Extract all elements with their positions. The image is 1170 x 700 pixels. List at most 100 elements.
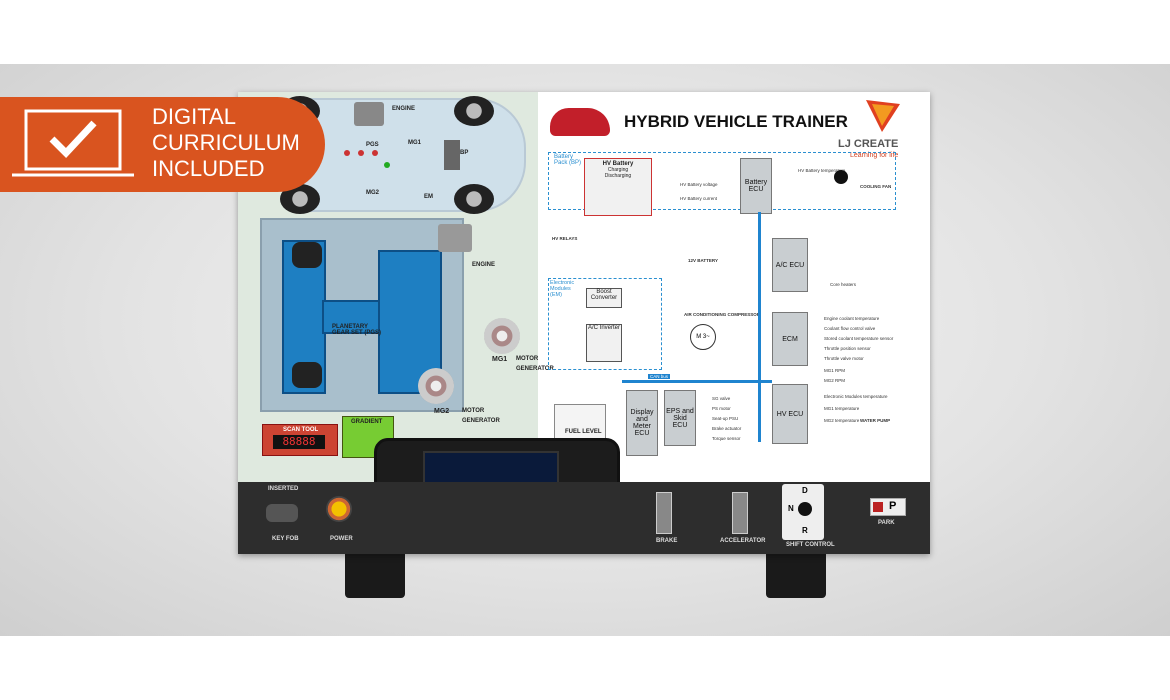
ecm: ECM	[772, 312, 808, 366]
eps-signal: Seat-up PSU	[712, 416, 739, 421]
stand-right	[766, 548, 826, 598]
badge-text: DIGITAL CURRICULUM INCLUDED	[152, 104, 300, 182]
ac-compressor-label: AIR CONDITIONING COMPRESSOR	[684, 312, 761, 317]
scan-display: 88888	[273, 435, 325, 449]
mg1-generator-label: GENERATOR	[516, 366, 554, 372]
shift-knob[interactable]	[798, 502, 812, 516]
mg2-label: MG2	[366, 190, 380, 196]
water-pump-label: WATER PUMP	[860, 418, 891, 423]
bp-label: BP	[460, 150, 469, 156]
hv-signal: Electronic Modules temperature	[824, 394, 888, 399]
park-key: P	[889, 500, 897, 512]
mg1-label: MG1	[408, 140, 422, 146]
mg2-motor-icon	[418, 368, 454, 404]
hv-signal: MG1 RPM	[824, 368, 846, 373]
ecm-signal: Throttle valve motor	[824, 356, 864, 361]
fuel-level-control[interactable]: FUEL LEVEL	[554, 404, 606, 440]
tire-icon	[292, 242, 322, 268]
stand-left	[345, 548, 405, 598]
brake-pedal[interactable]	[656, 492, 672, 534]
scan-tool[interactable]: SCAN TOOL 88888	[262, 424, 338, 456]
mg1-motor-icon	[484, 318, 520, 354]
ecm-label: ECM	[782, 335, 798, 343]
gradient-label: GRADIENT	[351, 419, 383, 425]
control-strip: INSERTED KEY FOB POWER BRAKE ACCELERATOR…	[238, 482, 930, 554]
badge-line-1: DIGITAL	[152, 104, 236, 129]
park-button[interactable]: P	[870, 498, 906, 516]
battery-icon	[444, 140, 460, 170]
shift-control-label: SHIFT CONTROL	[786, 542, 835, 548]
inserted-label: INSERTED	[268, 486, 299, 492]
ecm-signal: Engine coolant temperature	[824, 316, 880, 321]
boost-converter: Boost Converter	[586, 288, 622, 308]
ac-inverter: A/C Inverter	[586, 324, 622, 362]
battery-ecu-label: Battery ECU	[744, 179, 768, 193]
digital-curriculum-badge	[0, 97, 325, 192]
wheel-icon	[454, 96, 494, 126]
eps-signal: Brake actuator	[712, 426, 742, 431]
core-heaters-signal: Core heaters	[830, 282, 857, 287]
cooling-fan-label: COOLING FAN	[860, 184, 892, 189]
indicator-led	[358, 150, 364, 156]
park-label: PARK	[878, 520, 895, 526]
hv-ecu: HV ECU	[772, 384, 808, 444]
brand-tagline: Learning for life	[850, 152, 899, 159]
gear-d: D	[802, 486, 808, 495]
hv-relays-label: HV RELAYS	[552, 236, 578, 241]
transaxle	[378, 250, 442, 394]
mg2-motor-label: MOTOR	[462, 408, 485, 414]
ecm-signal: Coolant flow control valve	[824, 326, 876, 331]
ac-ecu: A/C ECU	[772, 238, 808, 292]
tire-icon	[292, 362, 322, 388]
boost-converter-label: Boost Converter	[590, 289, 618, 301]
eps-signal: SG valve	[712, 396, 731, 401]
battery-ecu: Battery ECU	[740, 158, 772, 214]
power-button[interactable]	[326, 496, 352, 522]
charging-label: Charging	[607, 167, 629, 173]
mg1-motor-label: MOTOR	[516, 356, 539, 362]
wheel-icon	[454, 184, 494, 214]
accelerator-pedal[interactable]	[732, 492, 748, 534]
fuel-level-label: FUEL LEVEL	[565, 429, 602, 435]
gear-r: R	[802, 526, 808, 535]
board-title: HYBRID VEHICLE TRAINER	[624, 112, 848, 131]
indicator-led	[344, 150, 350, 156]
hv-battery-label: HV Battery	[602, 161, 634, 167]
brand-name: LJ CREATE	[838, 138, 899, 150]
motor-symbol: M 3~	[696, 334, 710, 340]
display-meter-ecu: Display and Meter ECU	[626, 390, 658, 456]
mg2-generator-label: GENERATOR	[462, 418, 500, 424]
eps-signal: Torque sensor	[712, 436, 741, 441]
can-bus-label: CAN bus	[648, 374, 671, 379]
hv-ecu-label: HV ECU	[776, 410, 804, 418]
pgs-label: PLANETARY GEAR SET (PGS)	[332, 324, 382, 336]
key-fob-label: KEY FOB	[272, 536, 299, 542]
mg1-label: MG1	[492, 356, 508, 363]
hv-signal: MG2 RPM	[824, 378, 846, 383]
em-label: EM	[424, 194, 433, 200]
can-bus-line	[622, 380, 772, 383]
key-fob-icon[interactable]	[266, 504, 298, 522]
electronic-modules-group	[548, 278, 662, 370]
ac-inverter-label: A/C Inverter	[587, 325, 620, 331]
lj-create-logo-icon	[866, 100, 900, 132]
brake-label: BRAKE	[656, 538, 678, 544]
hv-voltage-signal: HV Battery voltage	[680, 182, 718, 187]
ecm-signal: Throttle position sensor	[824, 346, 871, 351]
battery-12v-label: 12V BATTERY	[688, 258, 719, 263]
discharging-label: Discharging	[604, 173, 632, 179]
badge-line-2: CURRICULUM	[152, 130, 300, 155]
display-ecu-label: Display and Meter ECU	[630, 409, 654, 437]
scan-tool-label: SCAN TOOL	[283, 427, 319, 433]
hv-signal: MG1 temperature	[824, 406, 860, 411]
cooling-fan-knob[interactable]	[834, 170, 848, 184]
shift-control[interactable]: D N R	[782, 484, 824, 540]
electronic-modules-label: Electronic Modules (EM)	[550, 280, 575, 298]
hv-signal: MG2 temperature	[824, 418, 860, 423]
hv-temp-signal: HV Battery temperature	[798, 168, 846, 173]
engine-label: ENGINE	[392, 106, 416, 112]
car-image	[550, 108, 610, 136]
eps-signal: PS motor	[712, 406, 731, 411]
dt-engine-label: ENGINE	[472, 262, 496, 268]
accelerator-label: ACCELERATOR	[720, 538, 766, 544]
